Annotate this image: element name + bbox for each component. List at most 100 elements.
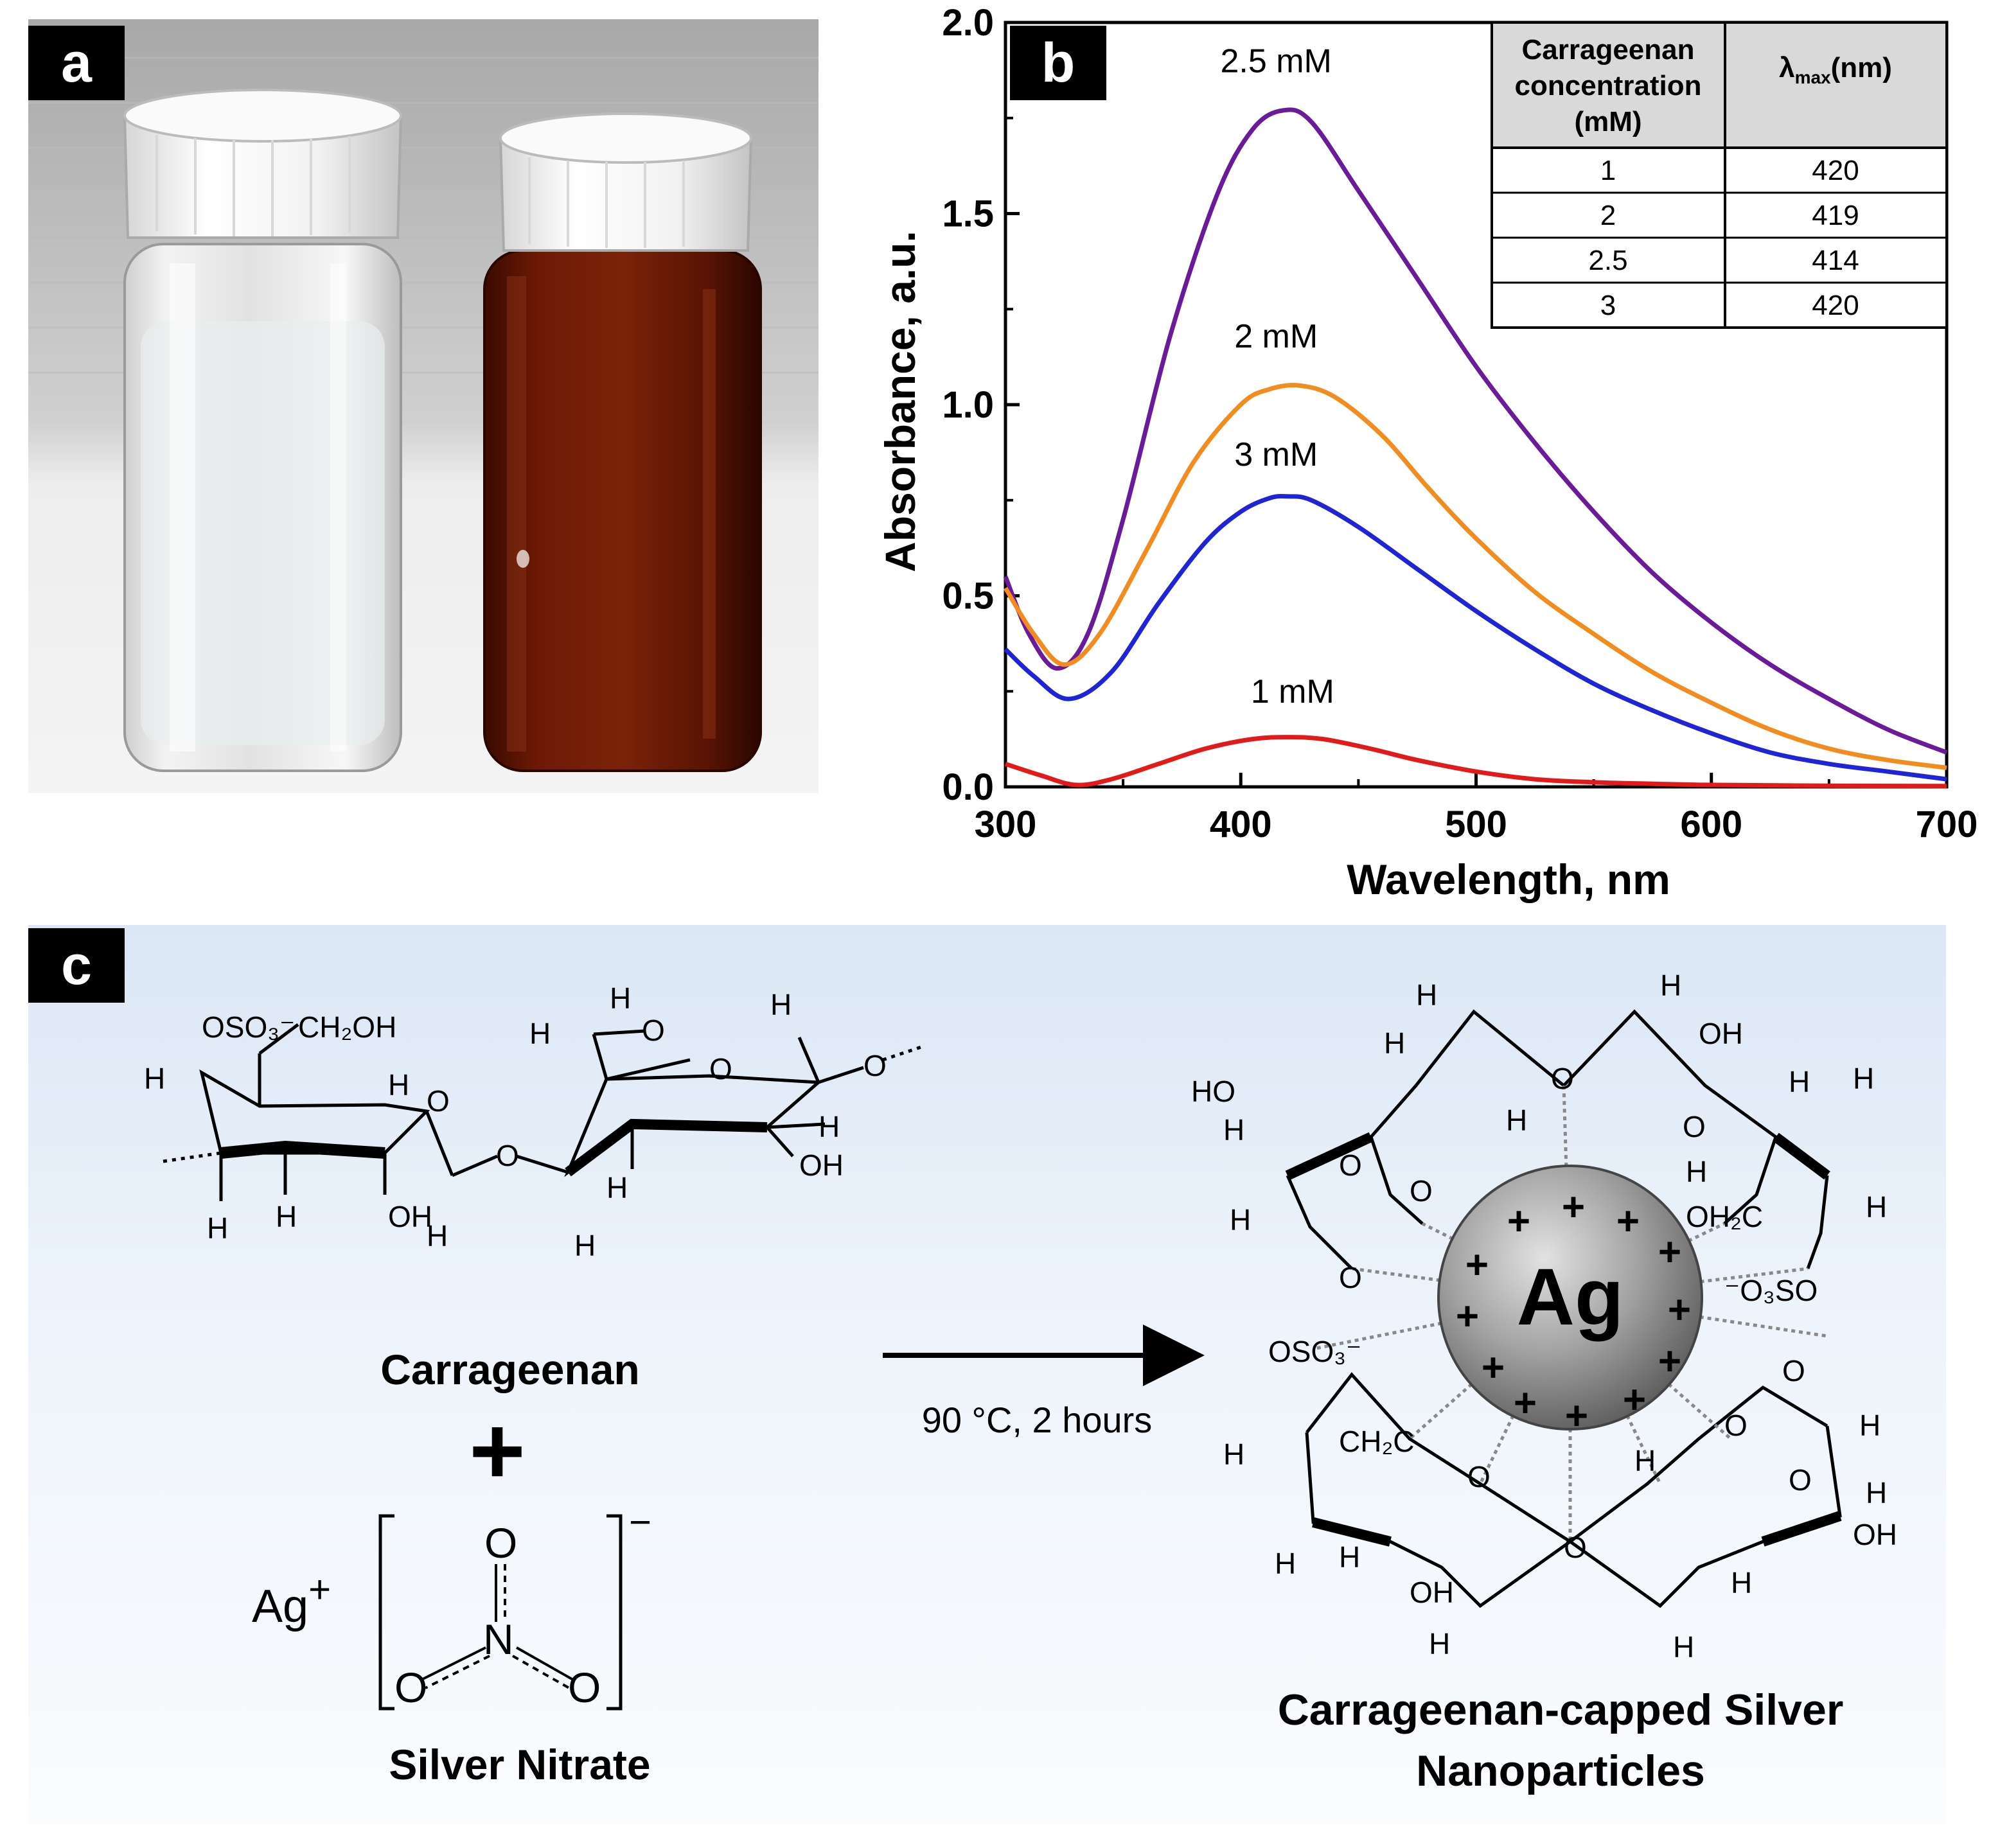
series-annotation: 1 mM <box>1251 673 1334 710</box>
table-header-concentration-line3: (mM) <box>1574 106 1642 137</box>
atom-o: O <box>568 1664 601 1711</box>
series-annotation: 2 mM <box>1234 318 1318 355</box>
atom-h: H <box>1223 1438 1244 1471</box>
atom-o: O <box>427 1084 450 1118</box>
atom-h: H <box>1859 1409 1881 1442</box>
atom-o: O <box>1789 1463 1812 1497</box>
table-cell-lambda: 420 <box>1812 290 1859 321</box>
table-cell-concentration: 2 <box>1600 200 1616 231</box>
positive-charge: + <box>1482 1346 1505 1390</box>
reaction-scheme: OSO₃⁻ CH₂OH H H O H H OH H O H H H O O H… <box>28 925 1946 1824</box>
y-tick-label: 1.0 <box>942 384 994 426</box>
panel-label-c: c <box>28 928 125 1003</box>
clear-vial <box>123 89 403 772</box>
positive-charge: + <box>1658 1230 1681 1274</box>
positive-charge: + <box>1562 1185 1585 1229</box>
lambda-symbol: λ <box>1779 52 1794 84</box>
positive-charge: + <box>1668 1288 1691 1332</box>
silver-nitrate-label: Silver Nitrate <box>389 1741 650 1788</box>
positive-charge: + <box>1465 1243 1489 1287</box>
series-line-3-mm <box>1004 493 1947 782</box>
atom-h: H <box>1506 1104 1527 1137</box>
table-header-concentration-line2: concentration <box>1515 70 1702 101</box>
atom-h: H <box>1853 1062 1874 1095</box>
atom-h: H <box>574 1229 596 1262</box>
table-cell-lambda: 420 <box>1812 155 1859 186</box>
series-line-1-mm <box>1004 735 1947 789</box>
atom-ho: HO <box>1191 1075 1235 1108</box>
atom-oh: OH <box>388 1200 432 1233</box>
atom-oh2c: OH₂C <box>1686 1200 1763 1233</box>
y-tick-label: 1.5 <box>942 193 994 235</box>
atom-h: H <box>1866 1476 1887 1509</box>
atom-h: H <box>1686 1155 1707 1188</box>
atom-o: O <box>394 1664 427 1711</box>
positive-charge: + <box>1507 1199 1530 1244</box>
atom-o3so: ⁻O₃SO <box>1724 1274 1818 1307</box>
atom-oh: OH <box>1410 1576 1454 1609</box>
x-tick-label: 300 <box>975 804 1037 845</box>
atom-h: H <box>770 988 792 1021</box>
positive-charge: + <box>1616 1199 1640 1244</box>
atom-h: H <box>1866 1190 1887 1224</box>
atom-h: H <box>1275 1547 1296 1580</box>
panel-label-a: a <box>28 26 125 100</box>
y-tick-label: 0.0 <box>942 766 994 808</box>
x-tick-label: 400 <box>1210 804 1272 845</box>
plus-sign: + <box>469 1396 526 1504</box>
atom-o: O <box>863 1049 887 1082</box>
table-cell-concentration: 2.5 <box>1588 245 1627 276</box>
table-cell-lambda: 414 <box>1812 245 1859 276</box>
atom-ch2oh: CH₂OH <box>298 1010 396 1044</box>
table-header-lambda: λmax(nm) <box>1779 52 1892 87</box>
atom-o: O <box>1467 1460 1491 1493</box>
positive-charge: + <box>1658 1339 1681 1384</box>
product-label-line2: Nanoparticles <box>1416 1747 1705 1795</box>
atom-h: H <box>1416 978 1437 1012</box>
lambda-unit: (nm) <box>1831 52 1892 84</box>
atom-h: H <box>1673 1630 1694 1664</box>
annotation-layer: 2.5 mM2 mM3 mM1 mM <box>1221 42 1334 710</box>
series-annotation: 3 mM <box>1234 436 1318 473</box>
silver-core-label: Ag <box>1517 1253 1624 1342</box>
carrageenan-label: Carrageenan <box>380 1346 640 1393</box>
atom-h: H <box>610 981 631 1015</box>
vials-photo <box>28 19 819 793</box>
positive-charge: + <box>1514 1381 1537 1425</box>
atom-oh: OH <box>1699 1017 1743 1050</box>
atom-o: O <box>1782 1354 1805 1387</box>
x-tick-label: 500 <box>1445 804 1507 845</box>
atom-o: O <box>709 1052 732 1086</box>
atom-o: O <box>1339 1261 1362 1294</box>
atom-h: H <box>1223 1113 1244 1147</box>
brown-vial <box>483 112 762 772</box>
positive-charge: + <box>1565 1394 1588 1438</box>
atom-oso3: OSO₃⁻ <box>202 1010 295 1044</box>
series-line-2-5-mm <box>1003 107 1948 755</box>
y-axis-label: Absorbance, a.u. <box>876 231 924 572</box>
panel-label-b: b <box>1010 26 1106 100</box>
atom-o: O <box>496 1139 519 1172</box>
atom-h: H <box>276 1200 297 1233</box>
series-line-2-mm <box>1004 383 1947 770</box>
atom-h: H <box>1339 1540 1360 1574</box>
atom-h: H <box>144 1062 165 1095</box>
table-cell-concentration: 1 <box>1600 155 1616 186</box>
atom-h: H <box>207 1211 228 1245</box>
table-cell-lambda: 419 <box>1812 200 1859 231</box>
positive-charge: + <box>1456 1294 1479 1339</box>
atom-h: H <box>1634 1444 1656 1477</box>
atom-oh: OH <box>799 1148 844 1182</box>
atom-o: O <box>1724 1409 1748 1442</box>
atom-o: O <box>1551 1062 1574 1095</box>
product-label-line1: Carrageenan-capped Silver <box>1278 1685 1844 1734</box>
y-tick-label: 2.0 <box>942 2 994 44</box>
table-cell-concentration: 3 <box>1600 290 1616 321</box>
atom-ch2c: CH₂C <box>1339 1425 1415 1458</box>
atom-h: H <box>427 1219 448 1253</box>
nitrate-charge: − <box>629 1500 651 1544</box>
atom-h: H <box>529 1017 551 1050</box>
atom-o: O <box>1564 1531 1587 1564</box>
atom-h: H <box>1789 1065 1810 1098</box>
